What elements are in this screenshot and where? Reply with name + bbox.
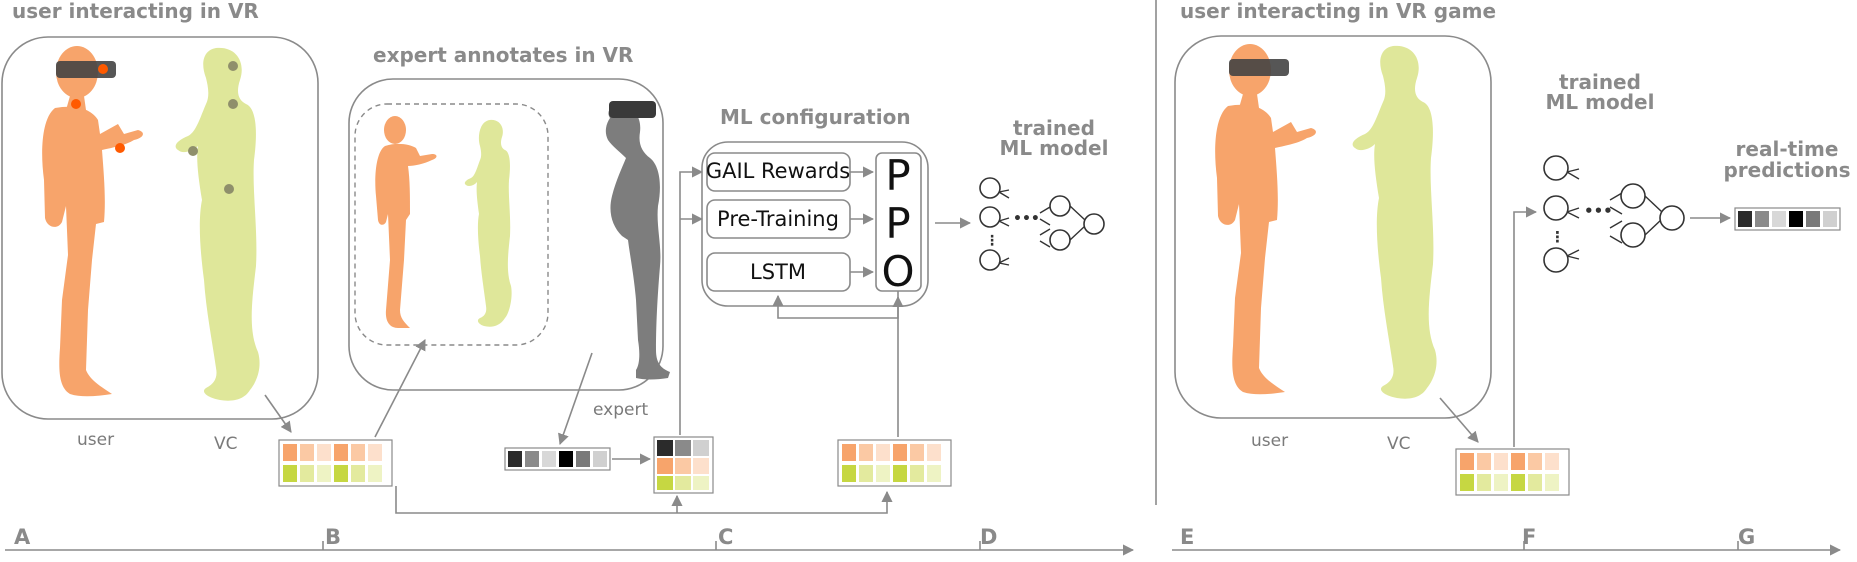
trained-model-2-line2: ML model	[1546, 90, 1655, 114]
trained-model-1-line2: ML model	[1000, 136, 1109, 160]
prediction-output-strip	[1734, 207, 1841, 231]
user-label-right: user	[1251, 431, 1288, 451]
step-b: B	[325, 525, 341, 549]
vc-joint-hip	[224, 184, 234, 194]
vc-label: VC	[214, 434, 238, 454]
feature-strip-f	[1455, 448, 1570, 496]
annotation-panel-title: expert annotates in VR	[373, 43, 633, 67]
vc-joint-hand	[188, 146, 198, 156]
combined-block	[653, 436, 714, 494]
arrow-strip-to-annotation	[374, 339, 426, 438]
gail-rewards-label: GAIL Rewards	[706, 159, 850, 183]
arrow-vc-to-strip-f	[1439, 397, 1479, 443]
user-figure-small-icon	[375, 116, 437, 328]
svg-text:⋮: ⋮	[985, 233, 999, 249]
feature-strip-b	[278, 439, 393, 487]
left-panel-frame	[1, 36, 319, 420]
vr-headset-right-icon	[1229, 59, 1289, 76]
vc-figure-small-icon	[464, 119, 512, 327]
expert-label: expert	[593, 400, 648, 420]
vc-label-right: VC	[1387, 434, 1411, 454]
tracker-dot-shoulder	[71, 99, 81, 109]
predictions-line1: real-time	[1736, 137, 1839, 161]
annotation-scene-frame	[354, 103, 549, 346]
trained-model-2-line1: trained	[1559, 70, 1641, 94]
svg-text:•••: •••	[1584, 202, 1613, 220]
tracker-dot-head	[98, 64, 108, 74]
vc-figure-right-icon	[1352, 45, 1437, 399]
step-d: D	[980, 525, 997, 549]
vc-joint-shoulder	[228, 99, 238, 109]
ml-config-title: ML configuration	[720, 105, 911, 129]
right-panel-title: user interacting in VR game	[1180, 0, 1496, 23]
vc-figure-icon	[175, 47, 260, 401]
neural-network-right-icon: ••• ⋮	[1543, 155, 1685, 273]
step-c: C	[718, 525, 733, 549]
ppo-letter-3: O	[881, 247, 914, 296]
svg-text:•••: •••	[1013, 211, 1040, 227]
user-label: user	[77, 430, 114, 450]
feature-strip-c	[837, 439, 952, 487]
left-panel-title: user interacting in VR	[12, 0, 259, 23]
pretraining-label: Pre-Training	[717, 207, 839, 231]
svg-text:⋮: ⋮	[1550, 228, 1565, 246]
vc-joint-head	[228, 61, 238, 71]
step-a: A	[14, 525, 31, 549]
lstm-label: LSTM	[750, 260, 806, 284]
right-panel-frame	[1174, 35, 1492, 419]
expert-figure-icon	[605, 105, 670, 380]
arrow-block-to-gail	[679, 166, 704, 435]
expert-vr-headset-icon	[609, 101, 656, 118]
step-g: G	[1738, 525, 1755, 549]
step-f: F	[1522, 525, 1536, 549]
expert-label-strip	[504, 447, 611, 471]
arrow-expert-to-labels	[558, 352, 593, 446]
step-e: E	[1180, 525, 1194, 549]
ppo-letter-2: P	[885, 199, 910, 248]
predictions-line2: predictions	[1723, 158, 1850, 182]
ppo-letter-1: P	[885, 151, 910, 200]
neural-network-icon: ••• ⋮	[979, 177, 1105, 271]
tracker-dot-hand	[115, 143, 125, 153]
arrow-strip-f-to-model	[1513, 206, 1538, 447]
arrow-strip-to-c	[395, 486, 893, 514]
arrow-vc-to-strip	[264, 394, 292, 433]
trained-model-1-line1: trained	[1013, 116, 1095, 140]
